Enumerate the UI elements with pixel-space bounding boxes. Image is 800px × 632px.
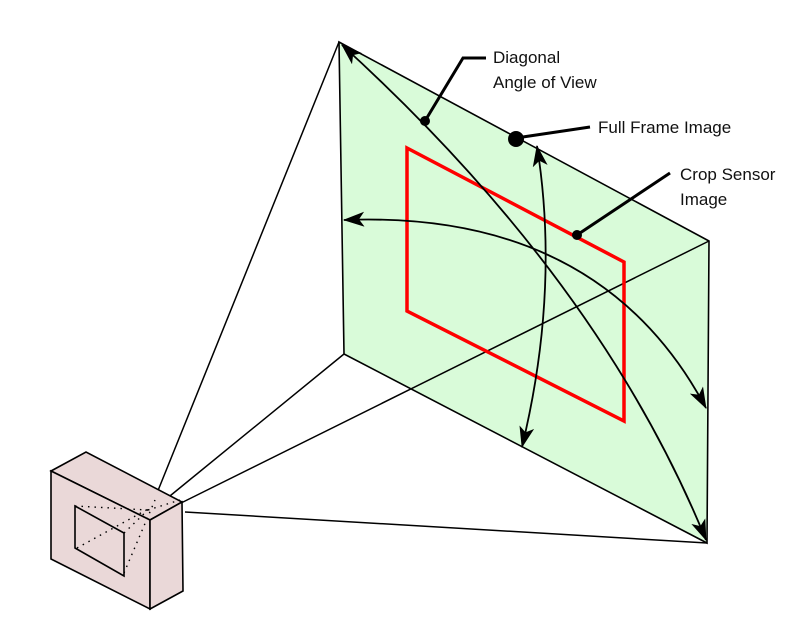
projection-line-top-left [154,41,340,499]
diagonal-label-line1: Diagonal [493,48,560,67]
vertical-angle-arrow [519,144,548,449]
full-frame-callout-leader [515,125,591,140]
projection-line-bottom-left [164,353,345,501]
diagonal-label-line2: Angle of View [493,73,597,92]
crop-callout-dot [572,230,582,240]
full-frame-label: Full Frame Image [598,118,731,137]
crop-callout-leader [576,171,671,237]
callouts [423,56,671,237]
diagonal-callout-leader [423,56,486,122]
full-frame-callout-dot [508,131,524,147]
angle-arrows [341,44,707,541]
camera-internal-rays [74,499,181,574]
projection-line-bottom-right [184,511,708,544]
crop-sensor-label-line1: Crop Sensor [680,165,776,184]
crop-sensor-label-line2: Image [680,190,727,209]
camera-side-face [149,500,184,611]
camera-body [49,451,184,611]
internal-ray [76,507,151,549]
horizontal-angle-arrow [342,211,707,409]
internal-ray [123,499,156,574]
diagonal-callout-dot [420,116,430,126]
camera-sensor-window [74,504,125,578]
